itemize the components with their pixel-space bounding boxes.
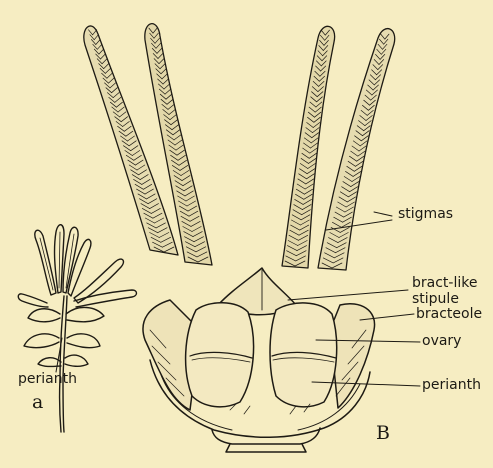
label-ovary: ovary <box>422 334 461 348</box>
stigmas-b <box>84 24 395 270</box>
label-bract-like: bract-like <box>412 276 477 290</box>
label-stipule: stipule <box>412 292 459 306</box>
label-stigmas: stigmas <box>398 207 453 221</box>
leader-stigmas-1 <box>374 212 392 216</box>
figure-letter-b: B <box>376 424 390 443</box>
label-bracteole: bracteole <box>416 307 482 321</box>
figure-letter-a: a <box>32 393 43 412</box>
label-perianth-b: perianth <box>422 378 481 392</box>
label-perianth-a: perianth <box>18 372 77 386</box>
leader-bract <box>288 290 408 300</box>
